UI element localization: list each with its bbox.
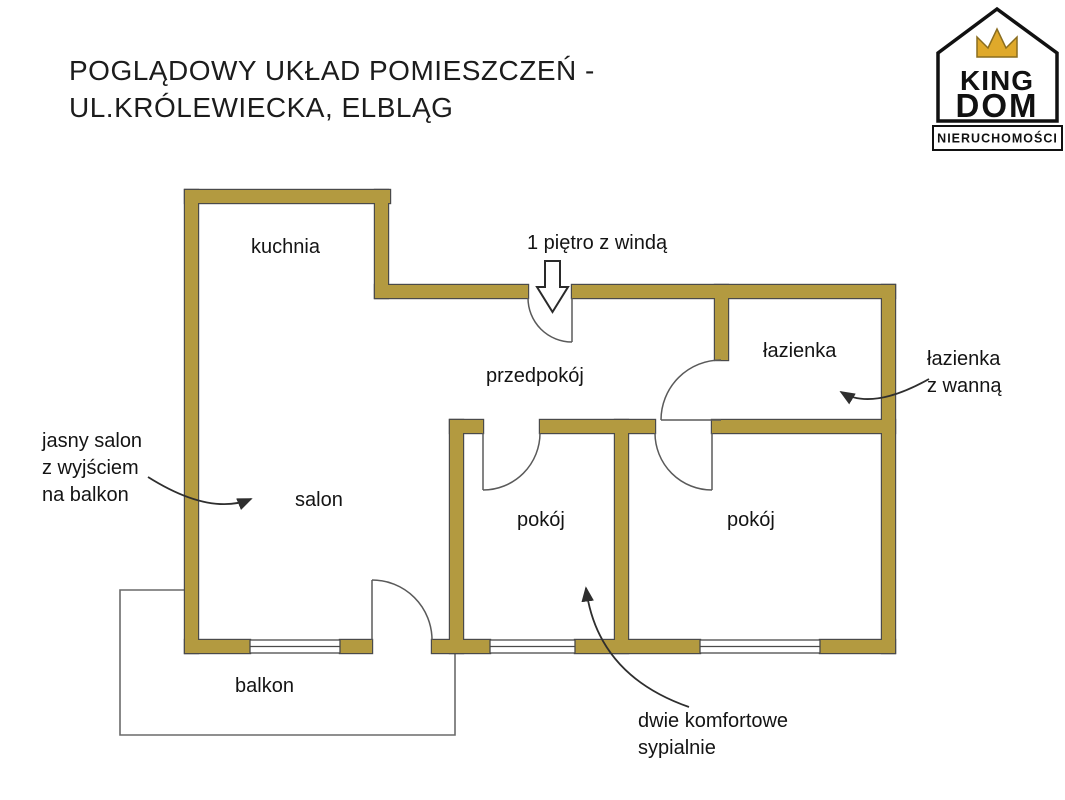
logo-text-dom: DOM [956,87,1039,124]
agency-logo: KING DOM NIERUCHOMOŚCI [930,4,1065,156]
windows [249,639,821,654]
annotation-salon-line2: z wyjściem [42,457,139,479]
page-title-line1: POGLĄDOWY UKŁAD POMIESZCZEŃ - [69,55,595,86]
page-title: POGLĄDOWY UKŁAD POMIESZCZEŃ - UL.KRÓLEWI… [69,52,595,126]
logo-subtitle: NIERUCHOMOŚCI [937,131,1058,146]
room-label-kuchnia: kuchnia [251,236,320,258]
walls [185,190,895,653]
window-pokoj1 [489,639,576,654]
balcony-door [371,579,433,641]
annotation-salon: jasny salon z wyjściem na balkon [42,428,142,509]
annotation-bedrooms: dwie komfortowe sypialnie [638,708,788,762]
annotation-entrance: 1 piętro z windą [527,232,668,254]
room-label-lazienka: łazienka [763,340,837,362]
room-label-pokoj2: pokój [727,509,775,531]
room-label-przedpokoj: przedpokój [486,365,584,387]
annotation-bedrooms-line2: sypialnie [638,737,716,759]
bathroom-door [660,359,722,421]
balcony-outline [119,589,456,736]
entrance-arrow-icon [535,260,570,314]
entrance-door [527,297,573,343]
page-title-line2: UL.KRÓLEWIECKA, ELBLĄG [69,92,454,123]
annotation-bedrooms-line1: dwie komfortowe [638,710,789,732]
room-label-balkon: balkon [235,675,294,697]
annotation-salon-line3: na balkon [42,484,129,506]
annotation-arrows [147,378,930,708]
pokoj1-door [482,432,541,491]
salon-arrow [147,476,253,510]
pokoj2-door [654,432,713,491]
annotation-bathroom-line1: łazienka [927,348,1001,370]
logo-subtitle-box [932,125,1063,151]
room-label-pokoj1: pokój [517,509,565,531]
annotation-salon-line1: jasny salon [42,430,143,452]
room-label-salon: salon [295,489,343,511]
annotation-bathroom: łazienka z wanną [927,346,1002,400]
bedrooms-arrow [581,586,690,708]
window-pokoj2 [699,639,821,654]
crown-icon [976,27,1018,58]
doors [371,297,722,641]
logo-text-king: KING [960,65,1034,96]
window-salon [249,639,341,654]
house-icon [936,6,1059,123]
bathroom-arrow [839,378,930,405]
agency-logo-graphic: KING DOM NIERUCHOMOŚCI [932,6,1063,151]
annotation-bathroom-line2: z wanną [927,375,1002,397]
